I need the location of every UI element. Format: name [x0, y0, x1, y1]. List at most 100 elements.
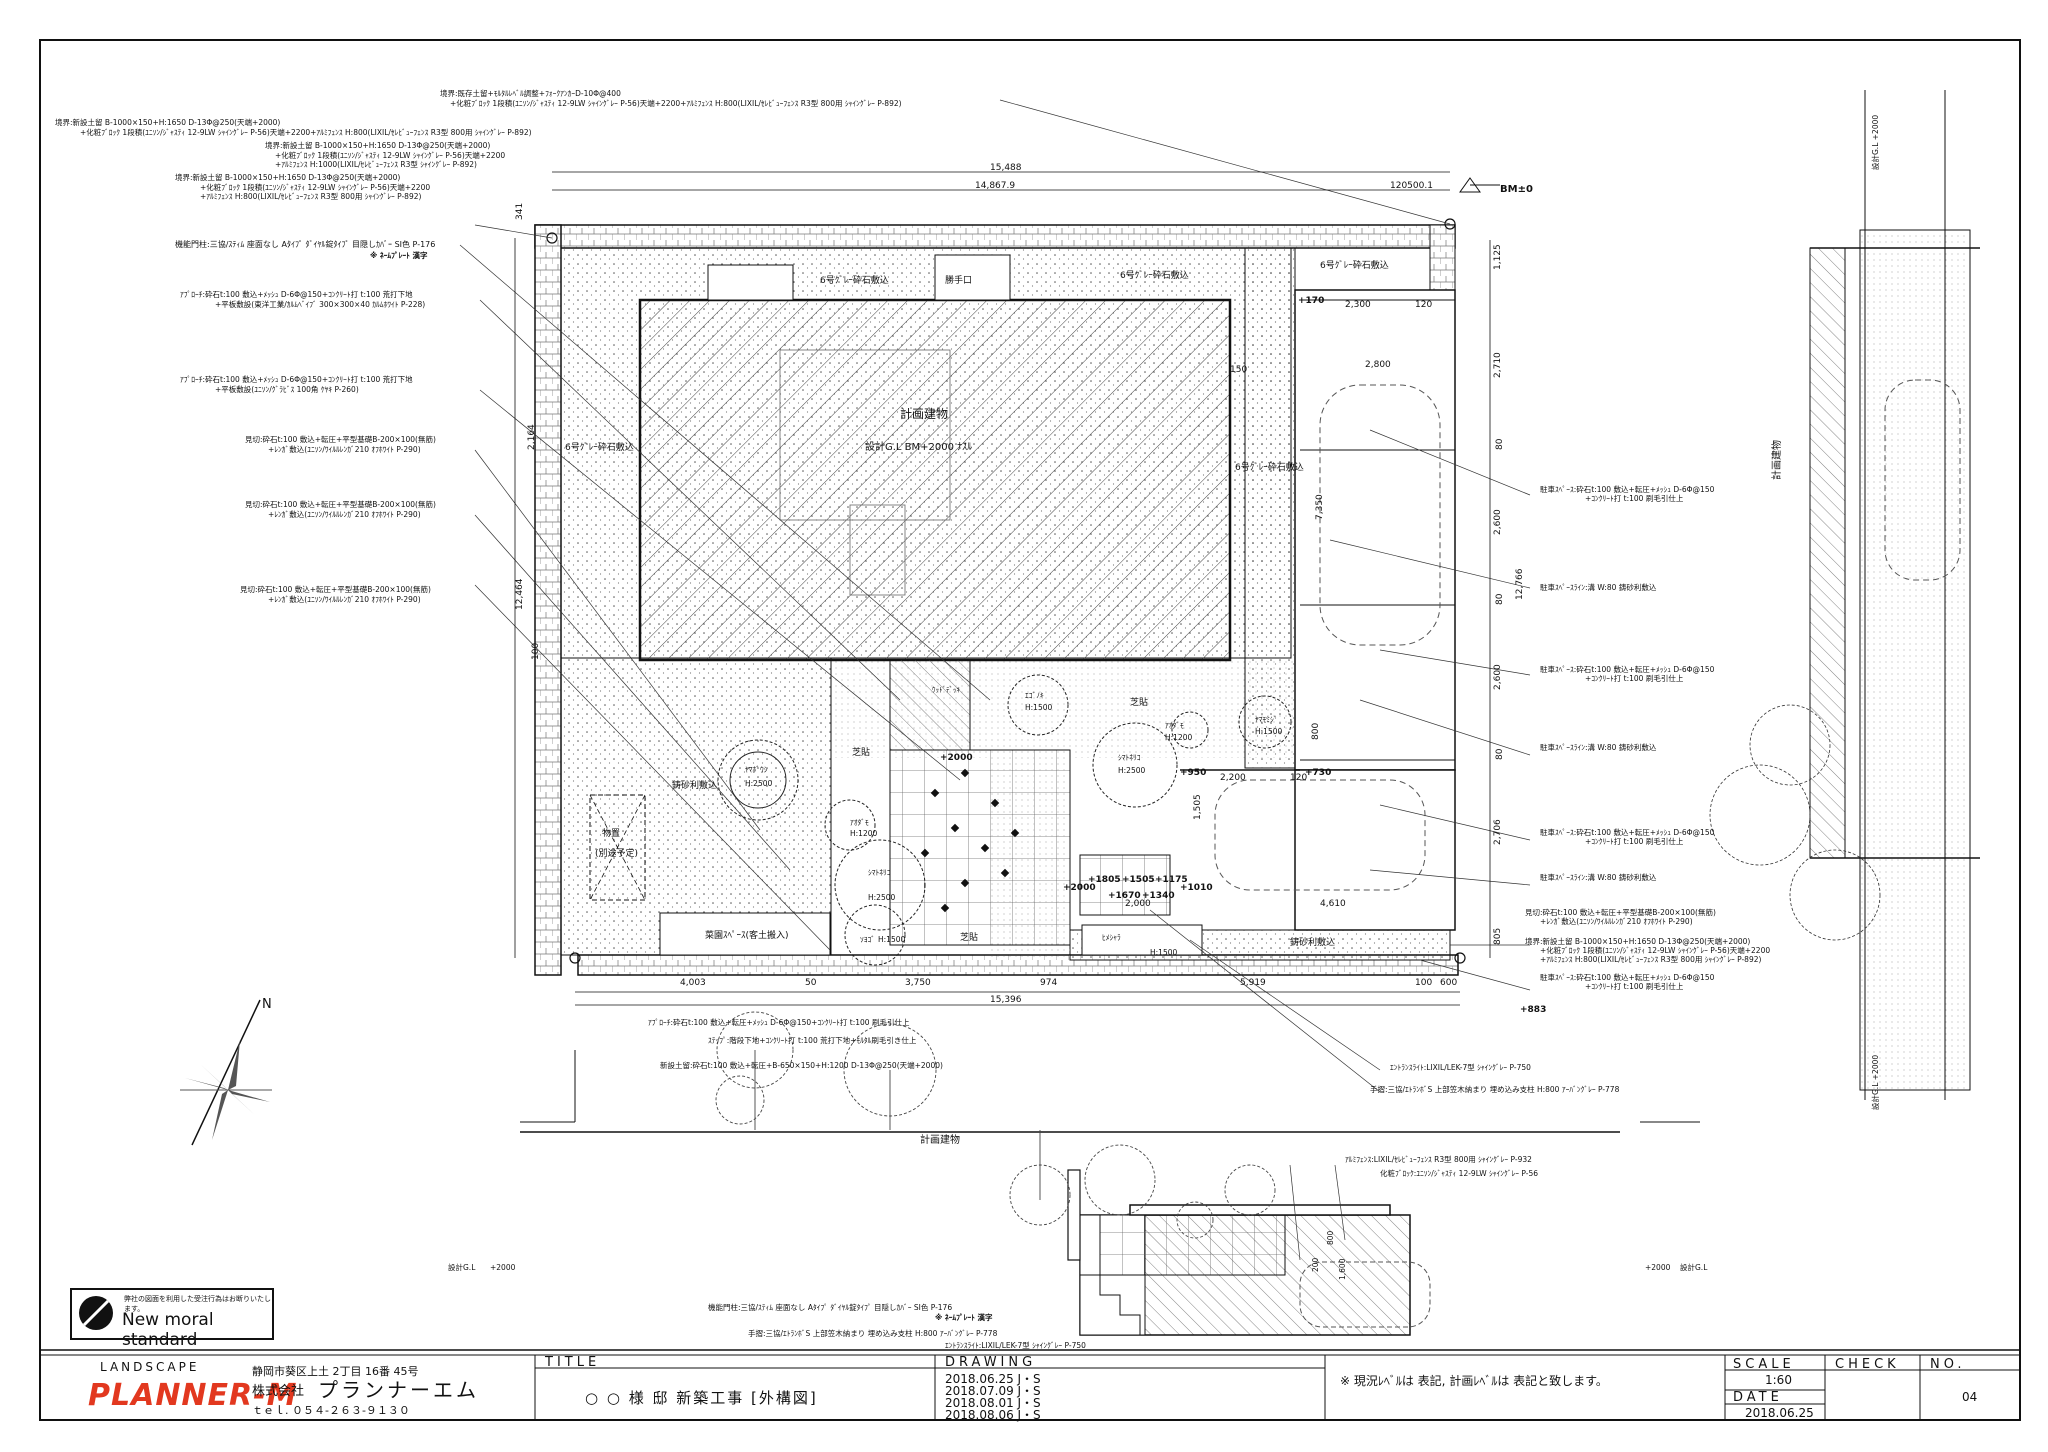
svg-text:120: 120 — [1415, 300, 1432, 310]
svg-text:5,919: 5,919 — [1240, 978, 1266, 988]
svg-text:手摺:三協/ｴﾄﾗﾝﾎﾞS 上部笠木納まり 埋め込み支柱 H: 手摺:三協/ｴﾄﾗﾝﾎﾞS 上部笠木納まり 埋め込み支柱 H:800 ｱｰﾊﾞﾝ… — [748, 1328, 998, 1338]
svg-text:15,488: 15,488 — [990, 163, 1022, 173]
revision-4: 2018.08.06 J・S — [945, 1408, 1041, 1422]
revision-2: 2018.07.09 J・S — [945, 1384, 1041, 1398]
svg-text:N: N — [262, 997, 272, 1012]
date-label: DATE — [1733, 1390, 1783, 1405]
svg-text:+化粧ﾌﾞﾛｯｸ 1段積(ﾕﾆｿﾝ/ｼﾞｬｽﾃｨ 12-9L: +化粧ﾌﾞﾛｯｸ 1段積(ﾕﾆｿﾝ/ｼﾞｬｽﾃｨ 12-9LW ｼｬｲﾝｸﾞﾚｰ… — [275, 150, 505, 160]
svg-text:境界:新設土留 B-1000×150+H:1650 D-13: 境界:新設土留 B-1000×150+H:1650 D-13Φ@250(天端+2… — [1525, 936, 1750, 946]
svg-text:12,766: 12,766 — [1515, 568, 1525, 600]
landscape-label: LANDSCAPE — [100, 1360, 200, 1374]
svg-text:+平板敷設(東洋工業/ｶﾙﾑﾍﾞｲﾌﾞ 300×300×40: +平板敷設(東洋工業/ｶﾙﾑﾍﾞｲﾌﾞ 300×300×40 ｶﾙﾑﾎﾜｲﾄ P… — [215, 299, 425, 309]
svg-text:6号ｸﾞﾚｰ砕石敷込: 6号ｸﾞﾚｰ砕石敷込 — [1320, 259, 1389, 271]
svg-text:6号ｸﾞﾚｰ砕石敷込: 6号ｸﾞﾚｰ砕石敷込 — [820, 274, 889, 286]
svg-text:ｼﾏﾄﾈﾘｺ: ｼﾏﾄﾈﾘｺ — [1118, 753, 1141, 762]
svg-text:+2000: +2000 — [490, 1263, 516, 1272]
svg-text:H:1200: H:1200 — [1165, 733, 1192, 742]
svg-text:150: 150 — [1230, 365, 1247, 375]
svg-text:+ｺﾝｸﾘｰﾄ打 t:100 刷毛引仕上: +ｺﾝｸﾘｰﾄ打 t:100 刷毛引仕上 — [1585, 836, 1684, 846]
svg-text:(別途予定): (別途予定) — [595, 847, 638, 859]
svg-text:化粧ﾌﾞﾛｯｸ:ﾕﾆｿﾝ/ｼﾞｬｽﾃｨ 12-9LW ｼｬｲ: 化粧ﾌﾞﾛｯｸ:ﾕﾆｿﾝ/ｼﾞｬｽﾃｨ 12-9LW ｼｬｲﾝｸﾞﾚｰ P-56 — [1380, 1168, 1538, 1178]
svg-text:見切:砕石t:100 敷込+転圧+平型基礎B-200×100: 見切:砕石t:100 敷込+転圧+平型基礎B-200×100(無筋) — [245, 499, 436, 509]
svg-text:2,800: 2,800 — [1365, 360, 1391, 370]
svg-text:2,706: 2,706 — [1493, 819, 1503, 845]
svg-text:+化粧ﾌﾞﾛｯｸ 1段積(ﾕﾆｿﾝ/ｼﾞｬｽﾃｨ 12-9L: +化粧ﾌﾞﾛｯｸ 1段積(ﾕﾆｿﾝ/ｼﾞｬｽﾃｨ 12-9LW ｼｬｲﾝｸﾞﾚｰ… — [200, 182, 430, 192]
svg-text:+ｱﾙﾐﾌｪﾝｽ H:1000(LIXIL/ｾﾚﾋﾞｭｰﾌｪ: +ｱﾙﾐﾌｪﾝｽ H:1000(LIXIL/ｾﾚﾋﾞｭｰﾌｪﾝｽ R3型 ｼｬｲ… — [275, 160, 477, 169]
planned-building — [638, 298, 1232, 662]
svg-text:+ﾚﾝｶﾞ敷込(ﾕﾆｿﾝ/ﾜｲﾙﾙﾚﾝｶﾞ210 ｵﾌﾎﾜｲ: +ﾚﾝｶﾞ敷込(ﾕﾆｿﾝ/ﾜｲﾙﾙﾚﾝｶﾞ210 ｵﾌﾎﾜｲﾄ P-290) — [268, 509, 421, 519]
svg-text:H:1500: H:1500 — [1255, 727, 1282, 736]
svg-text:ﾔﾏﾓﾐｼﾞ: ﾔﾏﾓﾐｼﾞ — [1255, 715, 1278, 724]
svg-text:見切:砕石t:100 敷込+転圧+平型基礎B-200×100: 見切:砕石t:100 敷込+転圧+平型基礎B-200×100(無筋) — [240, 584, 431, 594]
bm-marker: BM±0 — [1500, 184, 1533, 195]
svg-text:ｴｺﾞﾉｷ: ｴｺﾞﾉｷ — [1025, 691, 1044, 700]
revision-1: 2018.06.25 J・S — [945, 1372, 1041, 1386]
svg-text:駐車ｽﾍﾟｰｽﾗｲﾝ:溝 W:80 鋳砂利敷込: 駐車ｽﾍﾟｰｽﾗｲﾝ:溝 W:80 鋳砂利敷込 — [1540, 742, 1657, 752]
svg-text:計画建物: 計画建物 — [920, 1133, 960, 1146]
svg-text:2,600: 2,600 — [1493, 664, 1503, 690]
svg-text:+1340: +1340 — [1142, 891, 1175, 901]
svg-text:ｽﾃｯﾌﾟ:階段下地+ｺﾝｸﾘｰﾄ打 t:100 荒打下地+: ｽﾃｯﾌﾟ:階段下地+ｺﾝｸﾘｰﾄ打 t:100 荒打下地+ﾓﾙﾀﾙ刷毛引き仕上 — [708, 1035, 917, 1045]
svg-text:805: 805 — [1493, 928, 1503, 945]
svg-text:ｴﾝﾄﾗﾝｽﾗｲﾄ:LIXIL/LEK-7型 ｼｬｲﾝｸﾞﾚ: ｴﾝﾄﾗﾝｽﾗｲﾄ:LIXIL/LEK-7型 ｼｬｲﾝｸﾞﾚｰ P-750 — [1390, 1063, 1531, 1072]
svg-text:+1670: +1670 — [1108, 891, 1141, 901]
svg-text:設計G.L +2000: 設計G.L +2000 — [1870, 1055, 1880, 1110]
date-value: 2018.06.25 — [1745, 1406, 1814, 1420]
nms-label: New moral standard — [122, 1310, 214, 1350]
svg-text:+950: +950 — [1180, 768, 1206, 778]
svg-text:H:2500: H:2500 — [1118, 766, 1145, 775]
svg-text:駐車ｽﾍﾟｰｽﾗｲﾝ:溝 W:80 鋳砂利敷込: 駐車ｽﾍﾟｰｽﾗｲﾝ:溝 W:80 鋳砂利敷込 — [1540, 872, 1657, 882]
title-block-grid — [40, 1354, 2020, 1420]
new-moral-standard-badge: 弊社の図面を利用した受注行為はお断りいたします。 New moral stand… — [70, 1288, 274, 1350]
svg-text:+1175: +1175 — [1155, 875, 1188, 885]
svg-text:2,000: 2,000 — [1125, 899, 1151, 909]
svg-text:+ﾚﾝｶﾞ敷込(ﾕﾆｿﾝ/ﾜｲﾙﾙﾚﾝｶﾞ210 ｵﾌﾎﾜｲ: +ﾚﾝｶﾞ敷込(ﾕﾆｿﾝ/ﾜｲﾙﾙﾚﾝｶﾞ210 ｵﾌﾎﾜｲﾄ P-290) — [1540, 916, 1693, 926]
svg-text:4,610: 4,610 — [1320, 899, 1346, 909]
svg-text:+1805: +1805 — [1088, 875, 1121, 885]
revision-3: 2018.08.01 J・S — [945, 1396, 1041, 1410]
svg-text:+1010: +1010 — [1180, 883, 1213, 893]
building-gl: 設計G.L BM+2000 ﾅｽﾙ — [865, 440, 972, 453]
svg-text:800: 800 — [1326, 1230, 1335, 1245]
svg-text:+ｺﾝｸﾘｰﾄ打 t:100 刷毛引仕上: +ｺﾝｸﾘｰﾄ打 t:100 刷毛引仕上 — [1585, 673, 1684, 683]
svg-text:ｱﾙﾐﾌｪﾝｽ:LIXIL/ｾﾚﾋﾞｭｰﾌｪﾝｽ R3型 8: ｱﾙﾐﾌｪﾝｽ:LIXIL/ｾﾚﾋﾞｭｰﾌｪﾝｽ R3型 800用 ｼｬｲﾝｸﾞ… — [1345, 1155, 1532, 1164]
callouts-right: 駐車ｽﾍﾟｰｽ:砕石t:100 敷込+転圧+ﾒｯｼｭ D-6Φ@150 +ｺﾝｸ… — [1525, 484, 1770, 991]
svg-text:+ｺﾝｸﾘｰﾄ打 t:100 刷毛引仕上: +ｺﾝｸﾘｰﾄ打 t:100 刷毛引仕上 — [1585, 981, 1684, 991]
svg-text:341: 341 — [515, 203, 525, 220]
svg-text:974: 974 — [1040, 978, 1057, 988]
svg-text:+化粧ﾌﾞﾛｯｸ 1段積(ﾕﾆｿﾝ/ｼﾞｬｽﾃｨ 12-9L: +化粧ﾌﾞﾛｯｸ 1段積(ﾕﾆｿﾝ/ｼﾞｬｽﾃｨ 12-9LW ｼｬｲﾝｸﾞﾚｰ… — [1540, 945, 1770, 955]
svg-text:+ﾚﾝｶﾞ敷込(ﾕﾆｿﾝ/ﾜｲﾙﾙﾚﾝｶﾞ210 ｵﾌﾎﾜｲ: +ﾚﾝｶﾞ敷込(ﾕﾆｿﾝ/ﾜｲﾙﾙﾚﾝｶﾞ210 ｵﾌﾎﾜｲﾄ P-290) — [268, 594, 421, 604]
svg-text:ｱｵﾀﾞﾓ: ｱｵﾀﾞﾓ — [1165, 721, 1184, 730]
north-arrow — [180, 999, 272, 1146]
svg-text:駐車ｽﾍﾟｰｽ:砕石t:100 敷込+転圧+ﾒｯｼｭ D-6: 駐車ｽﾍﾟｰｽ:砕石t:100 敷込+転圧+ﾒｯｼｭ D-6Φ@150 — [1540, 664, 1715, 674]
company-logo: PLANNER-M — [88, 1378, 298, 1413]
svg-text:ﾔﾏﾎﾞｳｼ: ﾔﾏﾎﾞｳｼ — [745, 765, 768, 774]
svg-text:ｱﾌﾟﾛｰﾁ:砕石t:100 敷込+転圧+ﾒｯｼｭ D-6Φ: ｱﾌﾟﾛｰﾁ:砕石t:100 敷込+転圧+ﾒｯｼｭ D-6Φ@150+ｺﾝｸﾘｰ… — [648, 1017, 910, 1027]
check-label: CHECK — [1835, 1357, 1900, 1372]
svg-text:見切:砕石t:100 敷込+転圧+平型基礎B-200×100: 見切:砕石t:100 敷込+転圧+平型基礎B-200×100(無筋) — [245, 434, 436, 444]
svg-text:境界:新設土留 B-1000×150+H:1650 D-13: 境界:新設土留 B-1000×150+H:1650 D-13Φ@250(天端+2… — [55, 117, 280, 127]
svg-text:+2000: +2000 — [1645, 1263, 1671, 1272]
svg-text:駐車ｽﾍﾟｰｽﾗｲﾝ:溝 W:80 鋳砂利敷込: 駐車ｽﾍﾟｰｽﾗｲﾝ:溝 W:80 鋳砂利敷込 — [1540, 582, 1657, 592]
callouts-left: 境界:新設土留 B-1000×150+H:1650 D-13Φ@250(天端+2… — [55, 117, 532, 604]
svg-text:見切:砕石t:100 敷込+転圧+平型基礎B-200×100: 見切:砕石t:100 敷込+転圧+平型基礎B-200×100(無筋) — [1525, 907, 1716, 917]
svg-text:※ ﾈｰﾑﾌﾟﾚｰﾄ 漢字: ※ ﾈｰﾑﾌﾟﾚｰﾄ 漢字 — [935, 1312, 993, 1322]
svg-text:80: 80 — [1495, 438, 1505, 450]
side-elevation — [1709, 90, 1980, 1100]
svg-text:100: 100 — [531, 643, 541, 660]
svg-text:2,200: 2,200 — [1220, 773, 1246, 783]
callout-top: 境界:既存土留+ﾓﾙﾀﾙﾚﾍﾞﾙ調整+ﾌｫｰｸｱﾝｶｰD-10Φ@400 +化粧… — [440, 88, 902, 108]
svg-text:2,600: 2,600 — [1493, 509, 1503, 535]
svg-text:勝手口: 勝手口 — [945, 274, 972, 286]
plan-labels: BM±0 計画建物 設計G.L BM+2000 ﾅｽﾙ 15,488 14,86… — [262, 163, 1546, 1015]
svg-text:ｿﾖｺﾞ: ｿﾖｺﾞ — [860, 935, 875, 944]
outer-border — [39, 39, 2021, 1421]
svg-text:H:1200: H:1200 — [850, 829, 877, 838]
svg-text:H:1500: H:1500 — [1150, 948, 1177, 957]
svg-text:1,125: 1,125 — [1493, 244, 1503, 270]
section-labels: 計画建物 計画建物 設計G.L +2000 +2000 設計G.L 設計G.L … — [448, 115, 1880, 1350]
svg-text:50: 50 — [805, 978, 817, 988]
drawing-label: DRAWING — [945, 1355, 1037, 1370]
svg-text:6号ｸﾞﾚｰ砕石敷込: 6号ｸﾞﾚｰ砕石敷込 — [565, 441, 634, 453]
